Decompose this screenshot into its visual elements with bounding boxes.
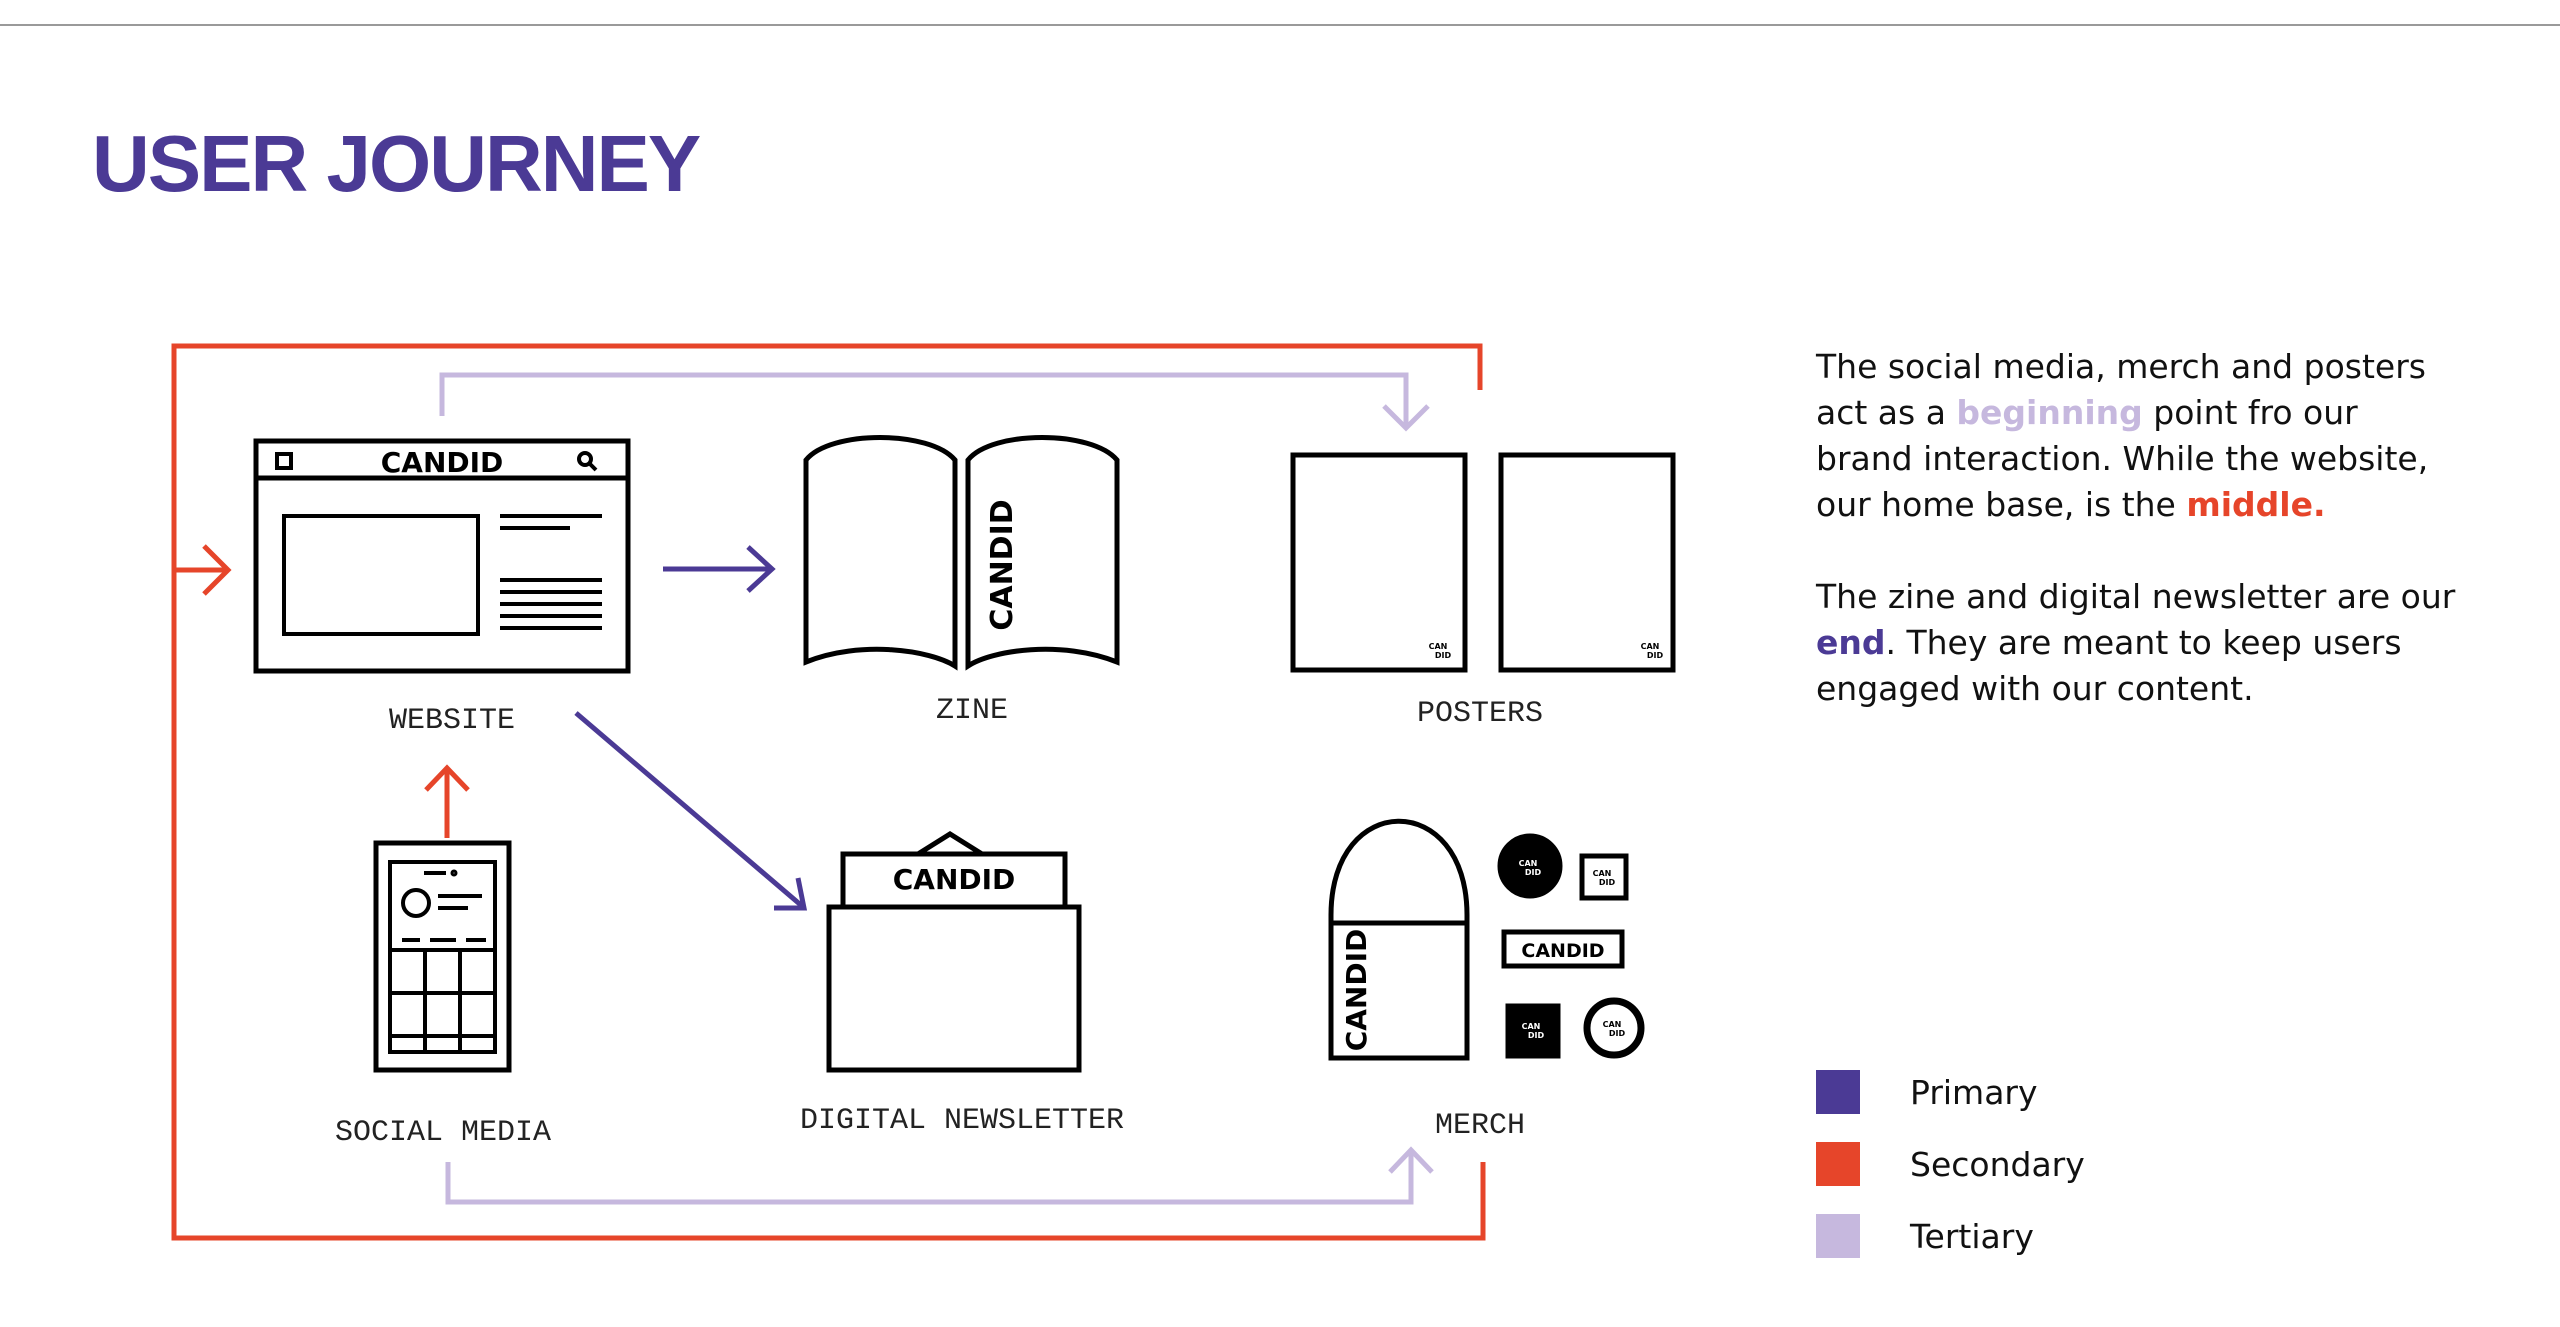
sticker-square-outline xyxy=(1579,853,1629,901)
tote-logo: CANDID xyxy=(1340,929,1373,1052)
digital-newsletter-icon xyxy=(826,831,1082,1073)
tote-bag xyxy=(1328,818,1470,1061)
zine-icon xyxy=(803,435,1120,671)
primary-connectors xyxy=(574,545,808,911)
sticker-square-dark-line2: DID xyxy=(1528,1031,1545,1040)
social-media-icon xyxy=(373,840,512,1073)
sticker-round-outline-line2: DID xyxy=(1609,1029,1626,1038)
legend-item-primary: Primary xyxy=(1816,1056,2085,1128)
legend-swatch-tertiary xyxy=(1816,1214,1860,1258)
description-paragraph-1: The social media, merch and posters act … xyxy=(1816,344,2456,528)
merch-label: MERCH xyxy=(1435,1109,1525,1143)
description-paragraph-2: The zine and digital newsletter are our … xyxy=(1816,574,2456,712)
zine-logo: CANDID xyxy=(985,499,1020,630)
tertiary-arrow-to-merch xyxy=(445,1146,1434,1205)
sticker-round-dark xyxy=(1497,833,1563,899)
description: The social media, merch and posters act … xyxy=(1816,344,2456,758)
legend-item-secondary: Secondary xyxy=(1816,1128,2085,1200)
secondary-arrow-to-website xyxy=(174,544,232,596)
secondary-loop xyxy=(171,343,1486,1241)
tertiary-connectors xyxy=(439,372,1434,1205)
website-logo: CANDID xyxy=(381,446,504,479)
poster-2-logo-line1: CAN xyxy=(1641,642,1660,651)
sticker-wide-outline xyxy=(1501,929,1625,969)
primary-arrow-website-to-zine xyxy=(663,545,776,593)
page-title: USER JOURNEY xyxy=(92,119,701,208)
legend-label-tertiary: Tertiary xyxy=(1910,1216,2034,1256)
posters-icon xyxy=(1290,452,1676,673)
zine-label: ZINE xyxy=(936,694,1008,728)
desc-p2-text-b: . They are meant to keep users engaged w… xyxy=(1816,623,2402,708)
digital-newsletter-label: DIGITAL NEWSLETTER xyxy=(800,1104,1124,1138)
keyword-beginning: beginning xyxy=(1956,393,2143,432)
tertiary-arrow-to-posters xyxy=(439,372,1430,432)
social-media-label: SOCIAL MEDIA xyxy=(335,1116,551,1150)
sticker-square-line2: DID xyxy=(1599,878,1616,887)
sticker-square-dark-line1: CAN xyxy=(1522,1022,1541,1031)
legend-label-primary: Primary xyxy=(1910,1072,2038,1112)
desc-p1-text-b: point fro our brand interaction. While t… xyxy=(1816,393,2429,524)
sticker-round-dark-line2: DID xyxy=(1525,868,1542,877)
legend-swatch-secondary xyxy=(1816,1142,1860,1186)
sticker-round-outline xyxy=(1583,997,1645,1059)
primary-arrow-website-to-newsletter xyxy=(574,711,808,911)
legend-item-tertiary: Tertiary xyxy=(1816,1200,2085,1272)
legend-swatch-primary xyxy=(1816,1070,1860,1114)
secondary-connectors xyxy=(171,343,1486,1241)
legend-label-secondary: Secondary xyxy=(1910,1144,2085,1184)
sticker-square-dark xyxy=(1505,1003,1561,1059)
newsletter-logo: CANDID xyxy=(893,863,1016,896)
sticker-wide-logo: CANDID xyxy=(1521,940,1604,962)
website-icon xyxy=(253,438,631,674)
poster-1-logo-line2: DID xyxy=(1435,651,1452,660)
sticker-round-outline-line1: CAN xyxy=(1603,1020,1622,1029)
keyword-middle: middle. xyxy=(2186,485,2326,524)
top-divider xyxy=(0,0,2560,26)
desc-p1-text-a: The social media, merch and posters act … xyxy=(1816,347,2426,432)
posters-label: POSTERS xyxy=(1417,697,1543,731)
sticker-round-dark-line1: CAN xyxy=(1519,859,1538,868)
website-label: WEBSITE xyxy=(389,704,515,738)
sticker-square-line1: CAN xyxy=(1593,869,1612,878)
poster-1-logo-line1: CAN xyxy=(1429,642,1448,651)
secondary-arrow-social-to-website xyxy=(424,764,470,838)
color-legend: Primary Secondary Tertiary xyxy=(1816,1056,2085,1272)
merch-icon xyxy=(1328,818,1645,1061)
desc-p2-text-a: The zine and digital newsletter are our xyxy=(1816,577,2456,616)
poster-2-logo-line2: DID xyxy=(1647,651,1664,660)
keyword-end: end xyxy=(1816,623,1886,662)
